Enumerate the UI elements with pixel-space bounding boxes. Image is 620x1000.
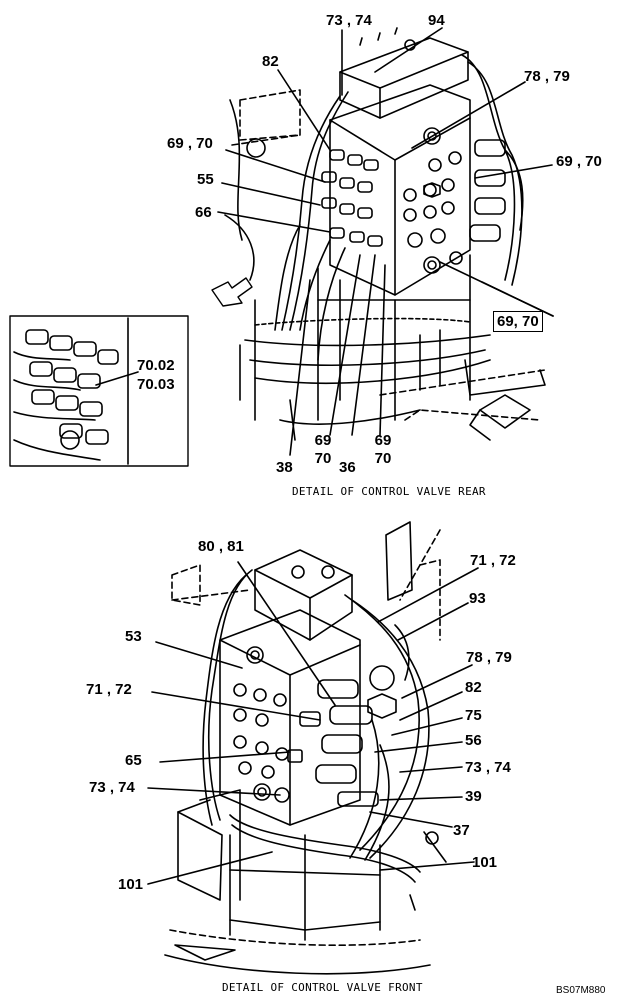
callout-78-79-front: 78 , 79 [466,649,512,666]
callout-39: 39 [465,788,482,805]
callout-36: 36 [339,459,356,476]
callout-82-front: 82 [465,679,482,696]
callout-73-74-rear: 73 , 74 [326,12,372,29]
callout-101-right: 101 [472,854,498,871]
callout-80-81: 80 , 81 [198,538,244,555]
callout-55: 55 [197,171,214,188]
callout-75: 75 [465,707,482,724]
callout-69-70-bottom-a: 69 70 [311,432,335,468]
callout-37: 37 [453,822,470,839]
callout-69-70-boxed: 69, 70 [493,311,543,332]
callout-82-rear: 82 [262,53,279,70]
callout-71-72-left: 71 , 72 [86,681,132,698]
callout-69-a: 69 [314,432,332,449]
callout-66: 66 [195,204,212,221]
callout-65: 65 [125,752,142,769]
callout-78-79-rear: 78 , 79 [524,68,570,85]
inset-callout-70-02: 70.02 [137,357,175,374]
caption-front: DETAIL OF CONTROL VALVE FRONT [222,981,423,994]
front-view-drawing [147,521,479,975]
callout-53: 53 [125,628,142,645]
callout-38: 38 [276,459,293,476]
callout-69-70-right: 69 , 70 [556,153,602,170]
callout-70-a: 70 [314,450,332,467]
rear-view-drawing [9,27,554,467]
drawing-reference-code: BS07M880 [556,985,606,996]
callout-73-74-right: 73 , 74 [465,759,511,776]
callout-70-b: 70 [374,450,392,467]
caption-rear: DETAIL OF CONTROL VALVE REAR [292,485,486,498]
callout-73-74-left: 73 , 74 [89,779,135,796]
callout-101-left: 101 [118,876,144,893]
callout-71-72-top: 71 , 72 [470,552,516,569]
callout-69-70-bottom-b: 69 70 [371,432,395,468]
inset-callout-70-03: 70.03 [137,376,175,393]
callout-94: 94 [428,12,445,29]
callout-69-b: 69 [374,432,392,449]
callout-69-70-left: 69 , 70 [167,135,213,152]
callout-93: 93 [469,590,486,607]
callout-56: 56 [465,732,482,749]
